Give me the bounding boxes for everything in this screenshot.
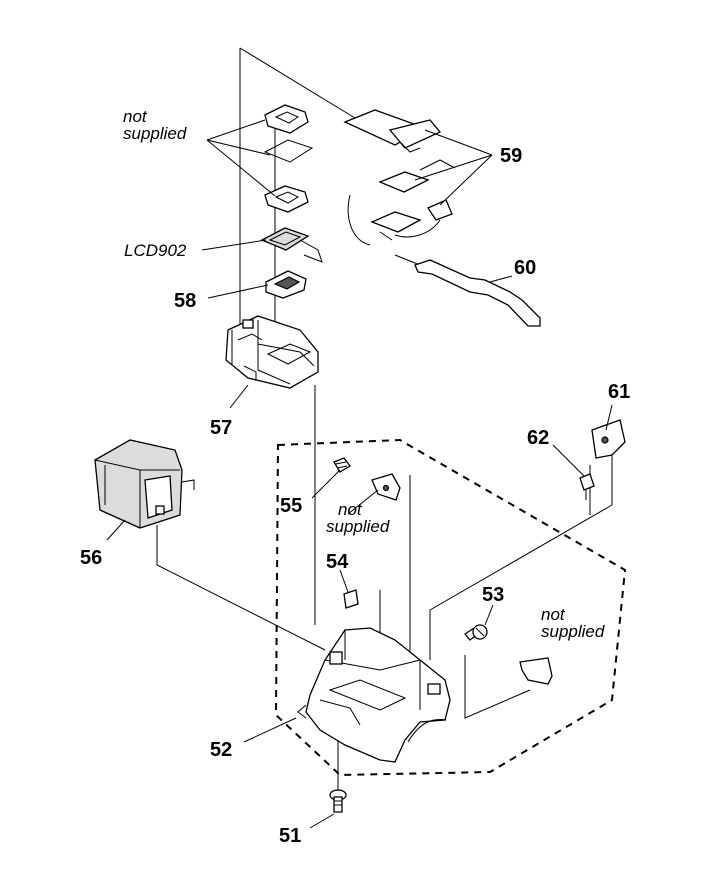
callout-60: 60 xyxy=(514,257,536,279)
callout-62: 62 xyxy=(527,427,549,449)
note-supplied-text: supplied xyxy=(326,517,390,536)
callout-59: 59 xyxy=(500,145,522,167)
callout-56: 56 xyxy=(80,547,102,569)
note-not-supplied-55: not supplied xyxy=(326,500,390,536)
callout-58: 58 xyxy=(174,290,196,312)
subassembly-dashed-boundary xyxy=(274,438,627,777)
part-53-screw xyxy=(464,624,488,641)
part-59-flex-a xyxy=(343,109,442,153)
part-61-bracket xyxy=(591,419,626,459)
sheet-not-supplied xyxy=(263,139,314,163)
label-lcd902: LCD902 xyxy=(124,241,187,260)
callout-57: 57 xyxy=(210,417,232,439)
alignment-lines xyxy=(156,47,613,790)
gasket-top xyxy=(264,104,309,134)
note-supplied-text: supplied xyxy=(541,622,605,641)
part-58-frame xyxy=(265,270,307,299)
callout-53: 53 xyxy=(482,584,504,606)
callout-52: 52 xyxy=(210,739,232,761)
part-59-flex-c xyxy=(370,199,453,241)
callout-leaders xyxy=(106,119,613,829)
part-51-screw xyxy=(329,789,347,813)
part-56-block xyxy=(94,439,195,529)
callout-61: 61 xyxy=(608,381,630,403)
part-57-bracket xyxy=(225,315,319,389)
lcd902-panel xyxy=(260,227,323,263)
callout-54: 54 xyxy=(326,551,349,573)
note-not-supplied-right: not supplied xyxy=(541,605,605,641)
gasket-lower xyxy=(264,185,309,213)
callout-55: 55 xyxy=(280,495,302,517)
part-62-connector xyxy=(579,473,595,500)
note-not-text: not xyxy=(123,107,148,126)
part-52-chassis xyxy=(297,627,451,763)
bracket-not-supplied-55 xyxy=(371,473,401,501)
part-55-spring xyxy=(333,457,351,473)
part-60-flex-strip xyxy=(414,259,541,327)
part-not-supplied-right xyxy=(519,657,553,685)
note-not-text: not xyxy=(541,605,566,624)
callout-51: 51 xyxy=(279,825,301,847)
note-not-text: not xyxy=(338,500,363,519)
note-supplied-text: supplied xyxy=(123,124,187,143)
part-59-flex-b xyxy=(378,159,456,193)
part-54-clip xyxy=(343,589,359,609)
note-not-supplied-top: not supplied xyxy=(123,107,187,143)
